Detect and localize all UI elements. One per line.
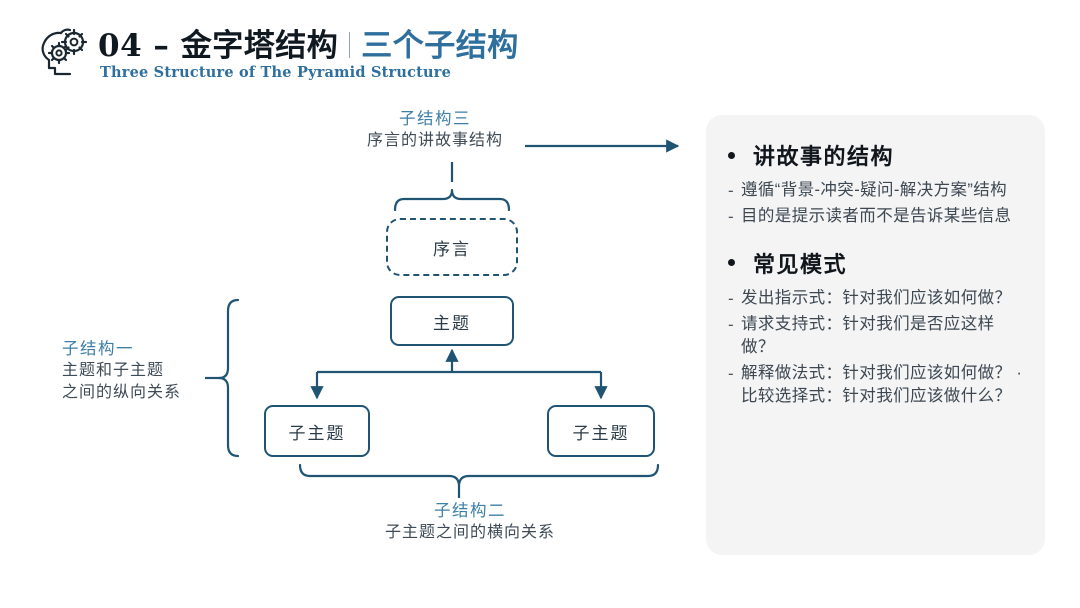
dash-marker-icon: - [728, 207, 734, 227]
label-three-title: 子结构三 [399, 110, 471, 128]
node-subtheme-left[interactable]: 子主题 [264, 405, 370, 457]
dash-marker-icon: - [728, 363, 734, 383]
dash-marker-icon: - [728, 315, 734, 335]
slide-header: 04 – 金字塔结构 三个子结构 Three Structure of The … [36, 16, 656, 94]
panel-list-item: -发出指示式：针对我们应该如何做？ [728, 287, 1023, 310]
left-brace [217, 298, 240, 458]
panel-list-item: -遵循“背景-冲突-疑问-解决方案”结构 [728, 179, 1023, 202]
dash-marker-icon: - [728, 288, 734, 308]
page-subtitle: Three Structure of The Pyramid Structure [100, 64, 452, 81]
label-one-desc-line1: 主题和子主题 [62, 362, 165, 380]
diagram-connectors [205, 139, 680, 498]
title-main-text: 04 – 金字塔结构 [98, 28, 339, 64]
panel-section-heading: 常见模式 [728, 247, 1023, 279]
page-title: 04 – 金字塔结构 三个子结构 [98, 20, 519, 65]
panel-sections: 讲故事的结构-遵循“背景-冲突-疑问-解决方案”结构-目的是提示读者而不是告诉某… [728, 139, 1023, 407]
node-theme[interactable]: 主题 [390, 296, 514, 346]
bullet-dot-icon [728, 259, 735, 267]
panel-section-heading-text: 讲故事的结构 [753, 144, 895, 170]
panel-section: 讲故事的结构-遵循“背景-冲突-疑问-解决方案”结构-目的是提示读者而不是告诉某… [728, 139, 1023, 229]
panel-list-item-text: 请求支持式：针对我们是否应这样做？ [741, 315, 995, 357]
label-substructure-three: 子结构三 序言的讲故事结构 [345, 108, 525, 152]
node-subtheme-right[interactable]: 子主题 [547, 405, 655, 457]
label-one-title: 子结构一 [62, 340, 134, 358]
preface-brace [393, 188, 511, 212]
bullet-dot-icon [728, 151, 735, 159]
panel-list-item-text: 解释做法式：针对我们应该如何做？ · 比较选择式：针对我们应该做什么？ [741, 363, 1023, 405]
title-divider [349, 32, 351, 58]
panel-list-item: -解释做法式：针对我们应该如何做？ · 比较选择式：针对我们应该做什么？ [728, 362, 1023, 408]
panel-list-item-text: 遵循“背景-冲突-疑问-解决方案”结构 [741, 181, 1008, 199]
dash-marker-icon: - [728, 181, 734, 200]
head-gears-icon [36, 22, 98, 84]
label-substructure-two: 子结构二 子主题之间的横向关系 [285, 500, 655, 544]
label-two-title: 子结构二 [434, 502, 506, 520]
panel-section-heading: 讲故事的结构 [728, 139, 1023, 171]
node-preface[interactable]: 序言 [386, 218, 518, 276]
label-three-desc: 序言的讲故事结构 [366, 132, 503, 150]
panel-list-item: -请求支持式：针对我们是否应这样做？ [728, 313, 1023, 359]
pyramid-diagram: 序言 主题 子主题 子主题 子结构三 序言的讲故事结构 子结构一 主题和子主题 … [0, 100, 706, 600]
label-two-desc: 子主题之间的横向关系 [384, 524, 555, 542]
bottom-brace [298, 463, 660, 488]
info-panel: 讲故事的结构-遵循“背景-冲突-疑问-解决方案”结构-目的是提示读者而不是告诉某… [706, 115, 1045, 555]
title-accent-text: 三个子结构 [361, 28, 519, 64]
label-one-desc-line2: 之间的纵向关系 [62, 383, 182, 401]
panel-section-heading-text: 常见模式 [753, 251, 848, 278]
panel-list-item-text: 发出指示式：针对我们应该如何做？ [741, 288, 1012, 307]
panel-list-item: -目的是提示读者而不是告诉某些信息 [728, 205, 1023, 228]
label-substructure-one: 子结构一 主题和子主题 之间的纵向关系 [62, 338, 181, 403]
panel-section: 常见模式-发出指示式：针对我们应该如何做？-请求支持式：针对我们是否应这样做？-… [728, 247, 1023, 408]
panel-list-item-text: 目的是提示读者而不是告诉某些信息 [741, 207, 1012, 226]
